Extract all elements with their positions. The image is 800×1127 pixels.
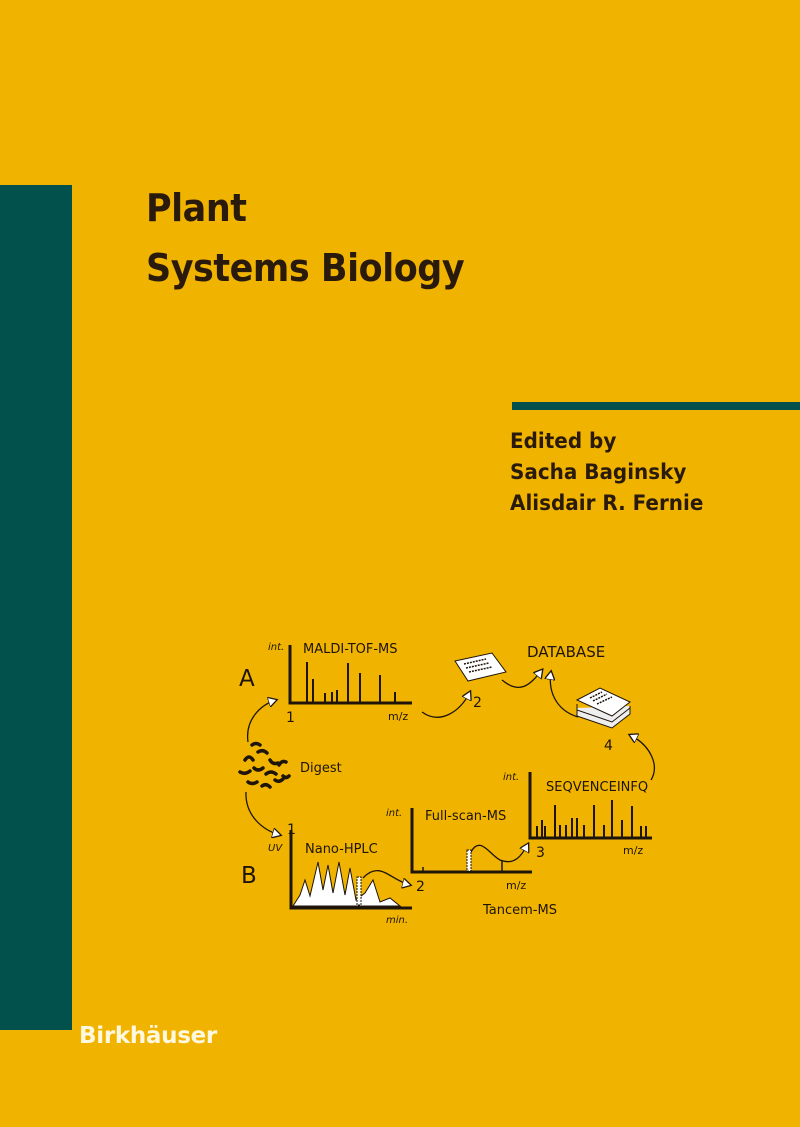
arrow xyxy=(550,672,579,718)
arrow xyxy=(247,700,276,743)
label-b: B xyxy=(241,863,257,889)
editor-name: Alisdair R. Fernie xyxy=(510,491,704,515)
sequence-y-label: int. xyxy=(503,772,519,783)
editor-name: Sacha Baginsky xyxy=(510,460,687,484)
hplc-title: Nano-HPLC xyxy=(305,842,378,857)
title-line-1: Plant xyxy=(146,186,247,230)
maldi-step: 1 xyxy=(286,710,295,726)
arrow xyxy=(421,692,470,718)
maldi-title: MALDI-TOF-MS xyxy=(303,642,398,657)
tandem-label: Tancem-MS xyxy=(482,903,557,918)
stack-step: 4 xyxy=(604,738,613,754)
editors-block: Edited by Sacha Baginsky Alisdair R. Fer… xyxy=(510,426,703,519)
arrow xyxy=(245,791,280,835)
peptide-digest-icon xyxy=(238,741,291,789)
fullscan-title: Full-scan-MS xyxy=(425,809,506,824)
sequence-title: SEQVENCEINFQ xyxy=(546,780,648,795)
title-line-2: Systems Biology xyxy=(146,246,465,290)
maldi-x-label: m/z xyxy=(388,710,408,723)
hplc-step: 1 xyxy=(287,822,296,838)
teal-divider-line xyxy=(512,402,800,410)
hplc-chromatogram xyxy=(289,830,412,910)
hplc-x-label: min. xyxy=(386,915,408,926)
document-icon xyxy=(454,652,507,682)
arrow xyxy=(362,870,410,885)
document-stack-icon xyxy=(575,687,631,729)
fullscan-x-label: m/z xyxy=(506,879,526,892)
teal-side-bar xyxy=(0,185,72,1030)
publisher-logo: Birkhäuser xyxy=(79,1023,217,1049)
maldi-y-label: int. xyxy=(268,642,284,653)
arrow xyxy=(470,844,528,863)
database-label: DATABASE xyxy=(527,643,605,661)
hplc-y-label: UV xyxy=(268,843,283,854)
arrow xyxy=(630,735,655,781)
book-title: Plant Systems Biology xyxy=(146,178,465,298)
fullscan-spectrum xyxy=(410,808,532,874)
arrow xyxy=(501,670,542,689)
sequence-spectrum xyxy=(528,772,652,840)
digest-label: Digest xyxy=(300,761,342,776)
sequence-step: 3 xyxy=(536,845,545,861)
fullscan-y-label: int. xyxy=(386,808,402,819)
maldi-spectrum xyxy=(288,645,412,705)
paper-step: 2 xyxy=(473,695,482,711)
fullscan-step: 2 xyxy=(416,879,425,895)
label-a: A xyxy=(239,666,255,692)
sequence-x-label: m/z xyxy=(623,844,643,857)
edited-by-label: Edited by xyxy=(510,429,617,453)
